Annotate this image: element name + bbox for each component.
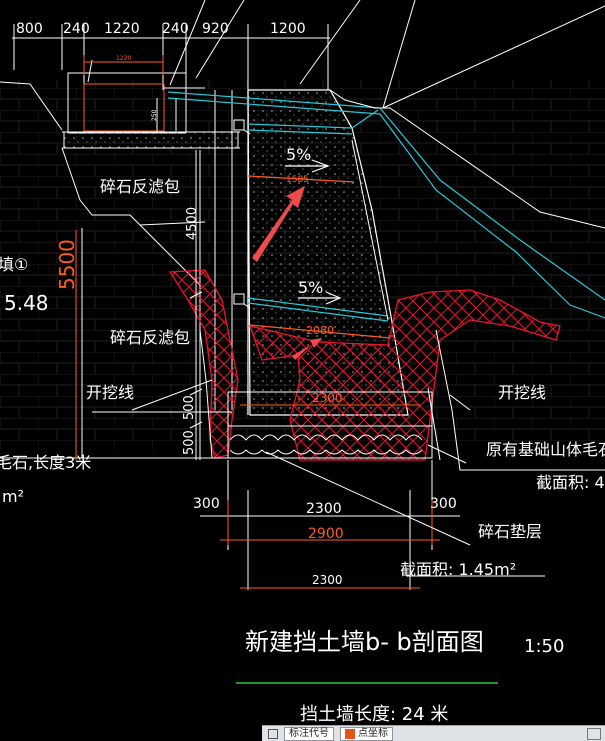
annotation-combo-label: 标注代号 — [289, 727, 329, 739]
label-section-area-right: 截面积: 4 — [536, 473, 605, 492]
label-filter-pack-upper: 碎石反滤包 — [100, 177, 180, 196]
dim-height-500-a: 500 — [182, 395, 197, 420]
label-excavation-left: 开挖线 — [86, 383, 134, 402]
dim-offset-left: 300 — [193, 496, 220, 512]
label-left-value: 5.48 — [4, 291, 49, 315]
dim-base-total: 2900 — [308, 526, 344, 542]
rubble-foundation — [227, 391, 433, 459]
dim-offset-right: 300 — [430, 496, 457, 512]
leader-lines-top — [87, 0, 416, 109]
dim-800: 800 — [16, 21, 43, 37]
vertical-dimensions — [75, 150, 203, 460]
label-left-fill-no: 填① — [0, 255, 28, 274]
dim-240-left: 240 — [63, 21, 90, 37]
top-dimension-chain — [12, 24, 330, 90]
annotation-labels: 碎石反滤包 碎石反滤包 开挖线 开挖线 原有基础山体毛石 截面积: 4 碎石垫层… — [0, 177, 605, 579]
color-swatch-icon — [345, 728, 355, 739]
dim-240-right: 240 — [162, 21, 189, 37]
slope-lower-label: 5% — [298, 278, 323, 297]
label-leaders — [92, 411, 545, 577]
wall-width-dims — [247, 175, 391, 339]
slope-upper-label: 5% — [286, 145, 311, 164]
annotation-combo[interactable]: 标注代号 — [284, 726, 334, 741]
dim-height-500-b: 500 — [182, 430, 197, 455]
drainage-ditch — [62, 55, 240, 149]
dim-footing-top: 2300 — [312, 391, 343, 405]
drawing-title: 新建挡土墙b- b剖面图 — [245, 628, 484, 656]
dim-base-bottom: 2300 — [312, 573, 343, 587]
coordinate-combo[interactable]: 点坐标 — [340, 726, 393, 741]
dim-height-4500: 4500 — [185, 207, 200, 240]
top-dimension-texts: 800 240 1220 240 920 1200 — [16, 21, 306, 37]
label-section-area-bottom: 截面积: 1.45m² — [400, 560, 516, 579]
label-existing-rock: 原有基础山体毛石 — [486, 440, 605, 459]
label-excavation-right: 开挖线 — [498, 383, 546, 402]
dim-920: 920 — [202, 21, 229, 37]
label-gravel-cushion: 碎石垫层 — [478, 522, 542, 541]
dim-1220: 1220 — [104, 21, 140, 37]
dim-1200: 1200 — [270, 21, 306, 37]
layer-icon[interactable] — [268, 728, 278, 739]
panel-toggle-icon[interactable] — [587, 727, 601, 740]
coordinate-combo-label: 点坐标 — [358, 727, 388, 739]
excavation-lines — [0, 329, 605, 471]
right-slope — [329, 5, 605, 321]
drawing-scale: 1:50 — [524, 636, 564, 657]
dim-ditch-inner: 1220 — [116, 55, 131, 62]
weep-holes — [233, 119, 251, 309]
drain-pipes — [167, 91, 605, 322]
label-left-unit: m² — [2, 487, 24, 506]
dim-base-inner: 2300 — [306, 501, 342, 517]
red-pointer-arrows — [252, 186, 322, 360]
slope-arrows — [285, 159, 342, 305]
label-filter-pack-lower: 碎石反滤包 — [110, 328, 190, 347]
wall-length-text: 挡土墙长度: 24 米 — [300, 704, 448, 725]
dim-lower-width: 2080 — [306, 324, 334, 337]
dim-height-5500: 5500 — [55, 239, 79, 290]
label-left-stone: 毛石,长度3米 — [0, 453, 91, 472]
dim-upper-width: 1585 — [286, 175, 309, 185]
status-bar: 标注代号 点坐标 — [262, 725, 605, 741]
bottom-dimensions — [200, 460, 460, 590]
dim-ditch-depth: 250 — [151, 109, 158, 121]
